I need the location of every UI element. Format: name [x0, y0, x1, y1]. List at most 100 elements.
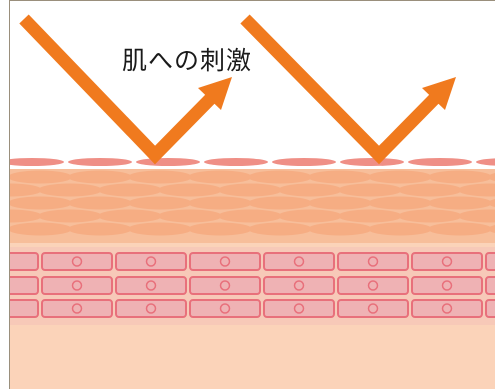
skin-surface [10, 158, 495, 166]
surface-cell [272, 158, 336, 166]
epidermal-cell [41, 299, 113, 318]
epidermal-cell [115, 299, 187, 318]
surface-cell [136, 158, 200, 166]
epidermal-cell [411, 252, 483, 271]
upper-cell [338, 209, 402, 223]
cell-nucleus [441, 256, 453, 267]
upper-cell [38, 209, 102, 223]
cell-nucleus [145, 256, 157, 267]
upper-cell [38, 183, 102, 197]
cell-nucleus [71, 256, 83, 267]
upper-cell [10, 183, 42, 197]
upper-cell [128, 222, 192, 236]
upper-cell [338, 183, 402, 197]
cell-nucleus [219, 280, 231, 291]
cell-row-group [10, 252, 495, 318]
upper-cell [188, 196, 252, 210]
upper-cell [248, 222, 312, 236]
cell-nucleus [441, 303, 453, 314]
stimulus-label: 肌への刺激 [122, 46, 253, 75]
epidermal-cell [411, 299, 483, 318]
upper-cell [128, 196, 192, 210]
upper-cell [188, 170, 252, 184]
upper-cell [158, 183, 222, 197]
cell-nucleus [145, 280, 157, 291]
upper-cell [10, 222, 72, 236]
upper-cell [98, 209, 162, 223]
upper-cell [368, 170, 432, 184]
upper-cell [98, 183, 162, 197]
epidermal-cell [485, 276, 495, 295]
cell-nucleus [71, 280, 83, 291]
epidermal-cell [411, 276, 483, 295]
upper-cell [218, 209, 282, 223]
upper-cell [278, 183, 342, 197]
epidermal-cell [485, 252, 495, 271]
skin-diagram [10, 14, 495, 389]
epidermal-cell [115, 252, 187, 271]
epidermal-cell [41, 252, 113, 271]
surface-cell [340, 158, 404, 166]
surface-cell [476, 158, 495, 166]
cell-nucleus [367, 280, 379, 291]
upper-cell [428, 222, 492, 236]
upper-cell [458, 209, 495, 223]
upper-cell [68, 222, 132, 236]
upper-cell [398, 209, 462, 223]
surface-cell [204, 158, 268, 166]
upper-cell [308, 170, 372, 184]
upper-cell [308, 196, 372, 210]
epidermal-cell [263, 276, 335, 295]
left-stimulus-arrow [19, 14, 232, 165]
cell-nucleus [145, 303, 157, 314]
upper-cell-group [10, 170, 495, 236]
epidermal-cell [41, 276, 113, 295]
upper-cell [128, 170, 192, 184]
epidermal-cell [189, 252, 261, 271]
epidermal-cell [189, 299, 261, 318]
epidermal-cell [337, 299, 409, 318]
upper-cell [428, 196, 492, 210]
upper-cell [10, 170, 72, 184]
epidermal-cell [485, 299, 495, 318]
upper-cell [488, 224, 495, 234]
upper-cell [248, 196, 312, 210]
diagram-frame: 肌への刺激 [9, 0, 495, 389]
epidermal-cell [10, 276, 39, 295]
epidermal-cell [263, 252, 335, 271]
upper-cell [158, 209, 222, 223]
upper-cell [218, 183, 282, 197]
epidermal-cell [115, 276, 187, 295]
upper-cell [188, 222, 252, 236]
upper-cell [428, 170, 492, 184]
cell-nucleus [219, 256, 231, 267]
cell-nucleus [219, 303, 231, 314]
epidermal-cell [337, 252, 409, 271]
cell-nucleus [367, 256, 379, 267]
upper-cell [68, 196, 132, 210]
surface-cell [10, 158, 64, 166]
cell-nucleus [367, 303, 379, 314]
upper-cell [68, 170, 132, 184]
upper-cell [368, 196, 432, 210]
upper-cell [10, 209, 42, 223]
upper-cell [398, 183, 462, 197]
cell-nucleus [293, 256, 305, 267]
epidermal-cell [10, 299, 39, 318]
epidermal-cell [263, 299, 335, 318]
upper-cell [10, 196, 72, 210]
surface-cell [408, 158, 472, 166]
upper-cell [488, 172, 495, 182]
surface-cell [68, 158, 132, 166]
upper-cell [368, 222, 432, 236]
cell-nucleus [71, 303, 83, 314]
epidermal-cell [337, 276, 409, 295]
upper-cell [248, 170, 312, 184]
upper-cell [488, 198, 495, 208]
upper-cell [278, 209, 342, 223]
upper-cell [458, 183, 495, 197]
cell-nucleus [293, 303, 305, 314]
epidermal-cell [10, 252, 39, 271]
right-stimulus-arrow [240, 14, 456, 165]
upper-cell [308, 222, 372, 236]
